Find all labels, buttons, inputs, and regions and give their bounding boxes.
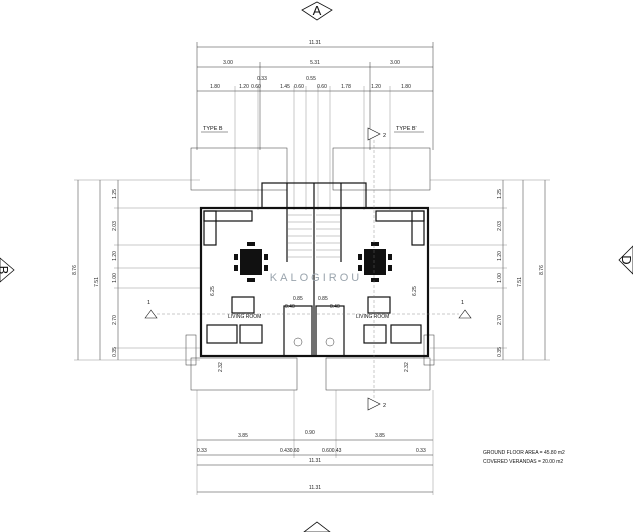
living-room-right: LIVING ROOM — [356, 314, 389, 320]
stairs-left — [287, 214, 312, 258]
svg-text:1.00: 1.00 — [497, 273, 503, 283]
dim-seg-5: 0.60 — [317, 84, 327, 90]
marker-b: B — [0, 257, 15, 283]
marker-c — [303, 521, 331, 532]
building-walls — [199, 182, 430, 358]
svg-text:11.31: 11.31 — [309, 458, 321, 464]
dim-seg-6: 1.78 — [341, 84, 351, 90]
svg-text:2.70: 2.70 — [497, 315, 503, 325]
dim-seg-0: 1.80 — [210, 84, 220, 90]
svg-text:0.33: 0.33 — [197, 448, 207, 454]
svg-text:0.90: 0.90 — [305, 430, 315, 436]
svg-text:1.20: 1.20 — [497, 251, 503, 261]
section-2-top: 2 — [367, 127, 386, 141]
marker-a-label: A — [313, 3, 322, 18]
type-b-label: TYPE B — [203, 126, 223, 132]
dim-top-left: 3.00 — [223, 60, 233, 66]
svg-text:2.03: 2.03 — [497, 221, 503, 231]
svg-text:2: 2 — [383, 133, 386, 139]
svg-text:6.25: 6.25 — [412, 286, 418, 296]
svg-text:2: 2 — [383, 403, 386, 409]
svg-text:3.85: 3.85 — [375, 433, 385, 439]
bottom-dimensions: 3.85 3.85 0.33 0.430.60 0.600.43 0.33 11… — [196, 390, 434, 495]
svg-text:1.25: 1.25 — [112, 189, 118, 199]
dim-seg-7: 1.20 — [371, 84, 381, 90]
marker-d: D — [618, 245, 633, 275]
svg-text:11.31: 11.31 — [309, 485, 321, 491]
svg-text:0.40: 0.40 — [330, 304, 340, 310]
svg-text:3.85: 3.85 — [238, 433, 248, 439]
living-room-left: LIVING ROOM — [228, 314, 261, 320]
dim-seg-4: 0.60 — [294, 84, 304, 90]
living-furniture-left — [206, 296, 263, 344]
area-notes: GROUND FLOOR AREA = 45.80 m2 COVERED VER… — [483, 450, 565, 465]
marker-d-label: D — [619, 255, 633, 264]
marker-b-label: B — [0, 266, 11, 275]
covered-verandas-area: COVERED VERANDAS = 20.00 m2 — [483, 459, 563, 465]
section-1-right: 1 — [458, 300, 472, 319]
dim-top-mid: 5.31 — [310, 60, 320, 66]
top-dimensions: 11.31 3.00 5.31 3.00 0.33 0.55 1.80 1.20… — [196, 40, 434, 210]
svg-text:7.51: 7.51 — [94, 277, 100, 287]
svg-text:1.00: 1.00 — [112, 273, 118, 283]
svg-text:8.76: 8.76 — [72, 265, 78, 275]
dining-table-right — [358, 242, 392, 282]
svg-text:0.35: 0.35 — [497, 347, 503, 357]
marker-a: A — [301, 1, 333, 21]
dim-top-033: 0.33 — [257, 76, 267, 82]
svg-text:0.85: 0.85 — [293, 296, 303, 302]
svg-text:7.51: 7.51 — [517, 277, 523, 287]
section-1-left: 1 — [144, 300, 158, 319]
svg-text:1: 1 — [147, 300, 150, 306]
svg-text:1.25: 1.25 — [497, 189, 503, 199]
svg-text:0.600.43: 0.600.43 — [322, 448, 342, 454]
svg-text:2.32: 2.32 — [218, 362, 224, 372]
dim-seg-3: 1.45 — [280, 84, 290, 90]
svg-text:0.85: 0.85 — [318, 296, 328, 302]
svg-text:2.70: 2.70 — [112, 315, 118, 325]
watermark: KALOGIROU — [270, 272, 362, 284]
right-dimensions: 8.76 7.51 1.25 2.03 1.20 1.00 2.70 0.35 — [430, 179, 550, 361]
inner-dimensions: 6.25 6.25 2.32 2.32 0.85 0.85 0.40 0.40 … — [210, 286, 418, 436]
svg-text:0.33: 0.33 — [416, 448, 426, 454]
svg-text:2.32: 2.32 — [404, 362, 410, 372]
dim-top-right: 3.00 — [390, 60, 400, 66]
svg-text:1: 1 — [461, 300, 464, 306]
svg-text:8.76: 8.76 — [539, 265, 545, 275]
dim-seg-1: 1.20 — [239, 84, 249, 90]
svg-text:0.430.60: 0.430.60 — [280, 448, 300, 454]
dim-seg-2: 0.60 — [251, 84, 261, 90]
ground-floor-area: GROUND FLOOR AREA = 45.80 m2 — [483, 450, 565, 456]
svg-text:2.03: 2.03 — [112, 221, 118, 231]
svg-text:1.20: 1.20 — [112, 251, 118, 261]
dim-seg-8: 1.80 — [401, 84, 411, 90]
section-2-bottom: 2 — [367, 397, 386, 411]
dining-table-left — [234, 242, 268, 282]
svg-text:6.25: 6.25 — [210, 286, 216, 296]
left-dimensions: 8.76 7.51 1.25 2.03 1.20 1.00 2.70 0.35 — [72, 179, 200, 361]
svg-text:0.35: 0.35 — [112, 347, 118, 357]
dim-top-055: 0.55 — [306, 76, 316, 82]
svg-text:0.40: 0.40 — [285, 304, 295, 310]
living-furniture-right — [363, 296, 422, 344]
stairs-right — [316, 214, 341, 258]
dim-top-overall: 11.31 — [309, 40, 321, 46]
type-b-prime-label: TYPE B' — [396, 126, 417, 132]
verandas — [185, 147, 435, 391]
